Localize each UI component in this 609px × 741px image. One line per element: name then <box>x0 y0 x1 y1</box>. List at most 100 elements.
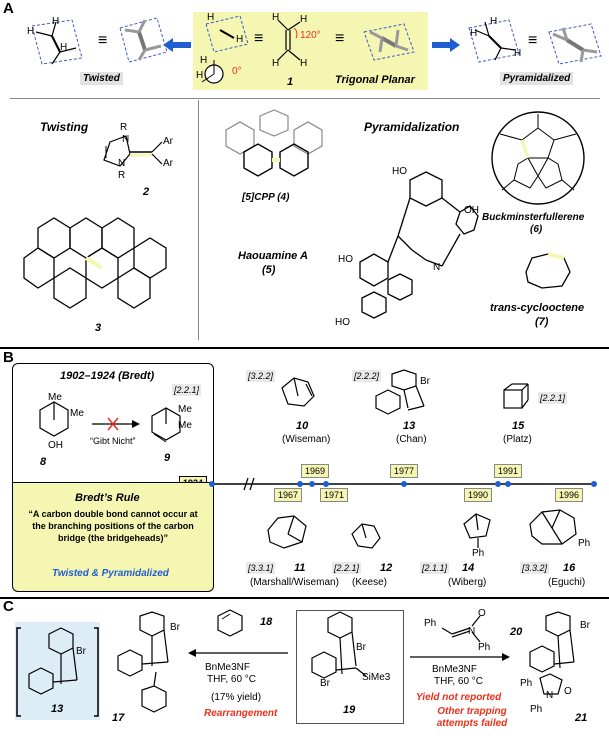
c16-ph: Ph <box>578 538 591 549</box>
compound-2-label: 2 <box>143 186 150 198</box>
compound-11-structure <box>267 515 307 549</box>
equiv-sign-2: ≡ <box>254 30 264 47</box>
c11-who: (Marshall/Wiseman) <box>250 577 339 588</box>
equiv-sign-1: ≡ <box>98 32 108 49</box>
arrow-right-to-pyramidalized <box>432 38 460 52</box>
separator-b-c <box>0 597 609 599</box>
c14-ph: Ph <box>472 548 485 559</box>
c10-tag: [3.2.2] <box>246 370 276 382</box>
eth-h-2: H <box>300 14 308 25</box>
c12-who: (Keese) <box>352 577 388 588</box>
haouamine-ho-top: HO <box>392 166 407 177</box>
arrow-left-to-twisted <box>163 38 191 52</box>
c8-me-2: Me <box>70 408 84 419</box>
c13-br: Br <box>420 376 430 387</box>
c13-who: (Chan) <box>396 434 427 445</box>
yield-right: Yield not reported <box>416 692 502 703</box>
twisted-h-3: H <box>60 42 68 53</box>
equiv-sign-3: ≡ <box>335 30 345 47</box>
compound-9-structure <box>151 407 181 443</box>
compound-1-label: 1 <box>287 76 294 88</box>
newman-projection <box>201 60 224 84</box>
rearrangement-label: Rearrangement <box>204 708 278 719</box>
c20-ph-left: Ph <box>424 618 437 629</box>
c10-who: (Wiseman) <box>282 434 331 445</box>
bredt-rule-box <box>12 482 214 592</box>
compound-9-label: 9 <box>164 452 171 464</box>
compound-13-box <box>15 622 100 720</box>
arrow-8-to-9 <box>92 417 140 431</box>
twisting-title: Twisting <box>40 120 89 134</box>
cpp-structure <box>225 109 323 177</box>
bredt-title: 1902–1924 (Bredt) <box>60 370 155 382</box>
c14-who: (Wiberg) <box>448 577 487 588</box>
cyclooctene-num: (7) <box>535 316 549 328</box>
haouamine-n: N <box>433 262 441 273</box>
compound-11-label: 11 <box>294 562 306 574</box>
compound-21-structure <box>529 611 575 695</box>
compound-12-structure <box>351 523 381 549</box>
haouamine-num: (5) <box>262 264 276 276</box>
c2-r-top: R <box>120 122 128 133</box>
arrow-19-to-21 <box>410 653 510 661</box>
pyramidalization-title: Pyramidalization <box>364 120 460 134</box>
compound-10-label: 10 <box>296 420 309 432</box>
c20-o: O <box>478 608 486 619</box>
compound-13-bracketed <box>16 627 99 717</box>
equiv-sign-4: ≡ <box>528 32 538 49</box>
year-top-1991: 1991 <box>494 464 523 478</box>
arrow-19-to-17 <box>188 649 288 657</box>
newman-h-left: H <box>196 70 204 81</box>
c19-br-top: Br <box>356 642 366 653</box>
cyclooctene-label: trans-cyclooctene <box>490 302 585 314</box>
angle-120-label: 120° <box>300 30 321 41</box>
compound-10-structure <box>281 377 315 407</box>
eth-h-3: H <box>272 58 280 69</box>
cyclohexene-18 <box>217 609 243 637</box>
year-bottom-1967: 1967 <box>274 488 303 502</box>
compound-18-label: 18 <box>260 616 273 628</box>
year-top-1977: 1977 <box>390 464 419 478</box>
nitrone-20 <box>441 615 481 643</box>
fullerene-structure <box>491 111 585 205</box>
c16-who: (Eguchi) <box>548 577 586 588</box>
compound-8-label: 8 <box>40 456 47 468</box>
rule-footer: Twisted & Pyramidalized <box>52 568 169 579</box>
c15-who: (Platz) <box>503 434 532 445</box>
c13-tag: [2.2.2] <box>352 370 382 382</box>
c2-ar-bottom: Ar <box>163 158 173 169</box>
compound-19-structure <box>311 611 367 679</box>
pyr-h-1: H <box>470 28 478 39</box>
compound-2-structure <box>103 135 163 167</box>
trigonal-planar-label: Trigonal Planar <box>335 74 415 86</box>
c9-me-1: Me <box>178 404 192 415</box>
c21-ph-2: Ph <box>530 704 543 715</box>
pyramidalized-label: Pyramidalized <box>500 72 574 85</box>
rule-title: Bredt’s Rule <box>75 492 140 504</box>
compound-19-box <box>296 610 404 724</box>
c20-ph-bottom: Ph <box>478 642 491 653</box>
cond-left: THF, 60 °C <box>207 674 257 685</box>
year-bottom-1971: 1971 <box>320 488 349 502</box>
separator-a-b <box>0 347 609 349</box>
c20-n: N <box>468 626 476 637</box>
compound-12-label: 12 <box>380 562 393 574</box>
planar-3d-model <box>363 23 415 61</box>
cond-right: THF, 60 °C <box>434 676 484 687</box>
haouamine-label: Haouamine A <box>238 250 308 262</box>
pyramidalized-3d-model <box>548 23 602 65</box>
cyclooctene-structure <box>525 252 571 289</box>
c16-tag: [3.3.2] <box>520 562 550 574</box>
c21-br: Br <box>580 620 590 631</box>
panel-letter-a: A <box>3 0 14 17</box>
c19-br-bottom: Br <box>320 678 330 689</box>
panel-letter-c: C <box>3 598 14 615</box>
compound-14-label: 14 <box>462 562 475 574</box>
other-trapping: Other trapping attempts failed <box>436 706 508 729</box>
planar-ethylene-sketch <box>205 15 249 53</box>
c21-n: N <box>546 690 554 701</box>
compound-20-label: 20 <box>510 626 523 638</box>
reagent-left: BnMe3NF <box>205 662 251 673</box>
divider-a-vertical <box>198 100 199 340</box>
rule-quote: “A carbon double bond cannot occur at th… <box>28 509 198 543</box>
